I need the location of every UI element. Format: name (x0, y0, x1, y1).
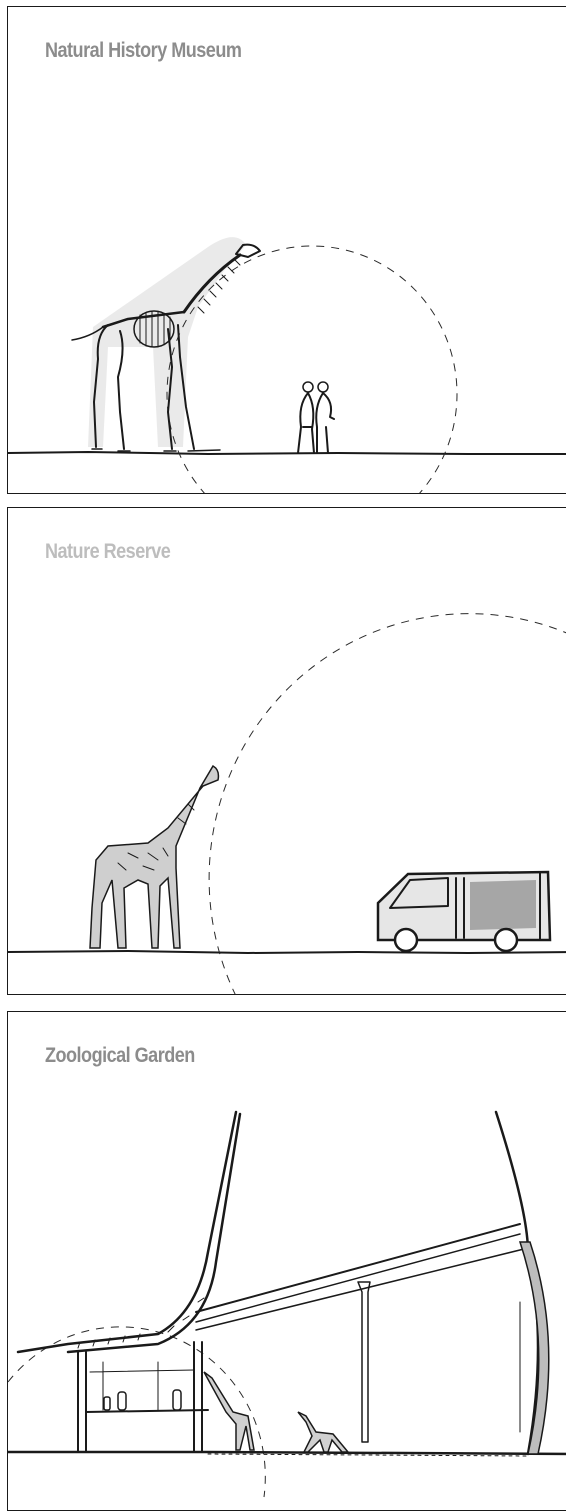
museum-sketch (8, 7, 566, 494)
ground-line (8, 951, 566, 953)
van-drawing (378, 872, 550, 951)
zoo-section-sketch (8, 1012, 566, 1511)
ground-line (8, 1452, 566, 1454)
reserve-sketch (8, 508, 566, 995)
ground-line (8, 452, 566, 454)
building-section (18, 1112, 549, 1454)
panel-zoological-garden: Zoological Garden (7, 1011, 566, 1511)
giraffe-drawing (90, 766, 218, 948)
panel-natural-history-museum: Natural History Museum (7, 6, 566, 494)
giraffes-drawing (204, 1372, 348, 1452)
panel-nature-reserve: Nature Reserve (7, 507, 566, 995)
visitors-figures (298, 382, 334, 453)
